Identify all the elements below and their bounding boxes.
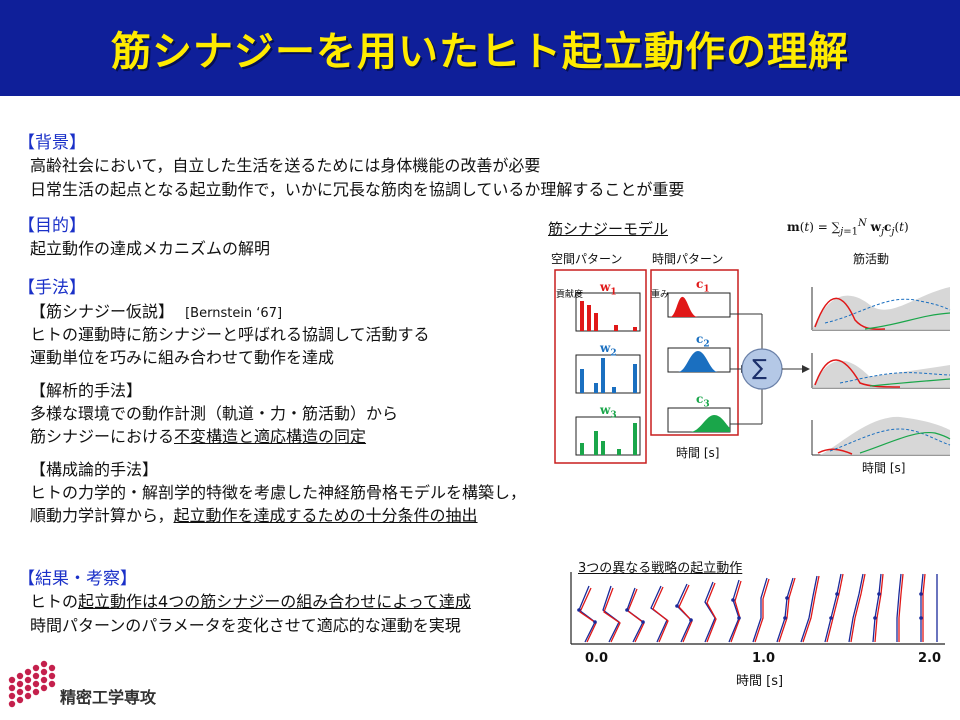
w1-box (575, 292, 641, 332)
results-heading: 【結果・考察】 (18, 569, 137, 589)
background-line-2: 日常生活の起点となる起立動作で，いかに冗長な筋肉を協調しているか理解することが重… (30, 180, 685, 199)
background-heading: 【背景】 (18, 133, 86, 153)
hypothesis-heading-text: 【筋シナジー仮説】 (30, 302, 175, 321)
joint-dots (577, 592, 923, 624)
results-line-1: ヒトの起立動作は4つの筋シナジーの組み合わせによって達成 (30, 588, 471, 612)
weight-label: 重み (651, 290, 670, 300)
synergy-model-diagram (554, 269, 951, 464)
constructive-line-1: ヒトの力学的・解剖学的特徴を考慮した神経筋骨格モデルを構築し， (30, 483, 527, 502)
analytic-line-1: 多様な環境での動作計測（軌道・力・筋活動）から (30, 404, 399, 423)
stick-figures (578, 573, 938, 643)
constructive-heading: 【構成論的手法】 (30, 460, 159, 479)
analytic-line-2: 筋シナジーにおける不変構造と適応構造の同定 (30, 423, 366, 447)
w2-label: w2 (600, 341, 617, 359)
muscle-activity-label: 筋活動 (853, 252, 890, 266)
analytic-line-2a: 筋シナジーにおける (30, 427, 175, 446)
strategy-plot (570, 572, 945, 645)
hypothesis-ref: [Bernstein ‘67] (185, 306, 283, 321)
x-tick-2: 2.0 (918, 651, 942, 666)
constructive-line-2b: 起立動作を達成するための十分条件の抽出 (173, 506, 478, 525)
model-title: 筋シナジーモデル (548, 220, 669, 238)
analytic-heading: 【解析的手法】 (30, 381, 143, 400)
c3-box (667, 407, 731, 433)
purpose-line-1: 起立動作の達成メカニズムの解明 (30, 239, 271, 258)
w2-box (575, 354, 641, 394)
model-formula: m(t) = ∑j=1N wjcj(t) (787, 218, 909, 238)
title-bar: 筋シナジーを用いたヒト起立動作の理解 (0, 0, 960, 96)
x-tick-1: 1.0 (752, 651, 776, 666)
c3-label: c3 (696, 392, 710, 410)
temporal-frame (650, 269, 739, 436)
spatial-frame (554, 269, 647, 464)
c1-box (667, 292, 731, 318)
x-tick-0: 0.0 (585, 651, 609, 666)
purpose-heading: 【目的】 (18, 216, 86, 236)
hypothesis-line-1: ヒトの運動時に筋シナジーと呼ばれる協調して活動する (30, 325, 430, 344)
w1-label: w1 (600, 280, 617, 298)
temporal-time-label: 時間 [s] (676, 446, 720, 460)
hypothesis-heading: 【筋シナジー仮説】 [Bernstein ‘67] (30, 298, 282, 322)
activity-plot-2 (811, 353, 951, 389)
spatial-pattern-label: 空間パターン (551, 252, 623, 266)
strategy-xlabel: 時間 [s] (736, 674, 784, 689)
constructive-line-2a: 順動力学計算から， (30, 506, 174, 525)
department-logo-text: 精密工学専攻 (60, 688, 157, 707)
background-line-1: 高齢社会において，自立した生活を送るためには身体機能の改善が必要 (30, 156, 541, 175)
results-line-2: 時間パターンのパラメータを変化させて適応的な運動を実現 (30, 616, 461, 635)
analytic-line-2b: 不変構造と適応構造の同定 (174, 427, 367, 446)
temporal-pattern-label: 時間パターン (652, 252, 724, 266)
department-logo-icon (8, 660, 56, 708)
results-line-1a: ヒトの (30, 592, 79, 611)
results-line-1b: 起立動作は4つの筋シナジーの組み合わせによって達成 (78, 592, 471, 611)
w3-box (575, 416, 641, 456)
activity-time-label: 時間 [s] (862, 461, 906, 475)
hypothesis-line-2: 運動単位を巧みに組み合わせて動作を達成 (30, 348, 335, 367)
w3-label: w3 (600, 403, 617, 421)
c2-label: c2 (696, 332, 710, 350)
c1-label: c1 (696, 277, 710, 295)
activity-plot-3 (811, 416, 951, 456)
contrib-label: 貢献度 (556, 290, 584, 300)
page-title: 筋シナジーを用いたヒト起立動作の理解 (111, 29, 849, 75)
c2-box (667, 347, 731, 373)
activity-plot-1 (811, 287, 951, 331)
sum-symbol: ∑ (752, 356, 767, 381)
constructive-line-2: 順動力学計算から，起立動作を達成するための十分条件の抽出 (30, 502, 478, 526)
strategy-title: 3つの異なる戦略の起立動作 (578, 561, 743, 576)
method-heading: 【手法】 (18, 278, 86, 298)
